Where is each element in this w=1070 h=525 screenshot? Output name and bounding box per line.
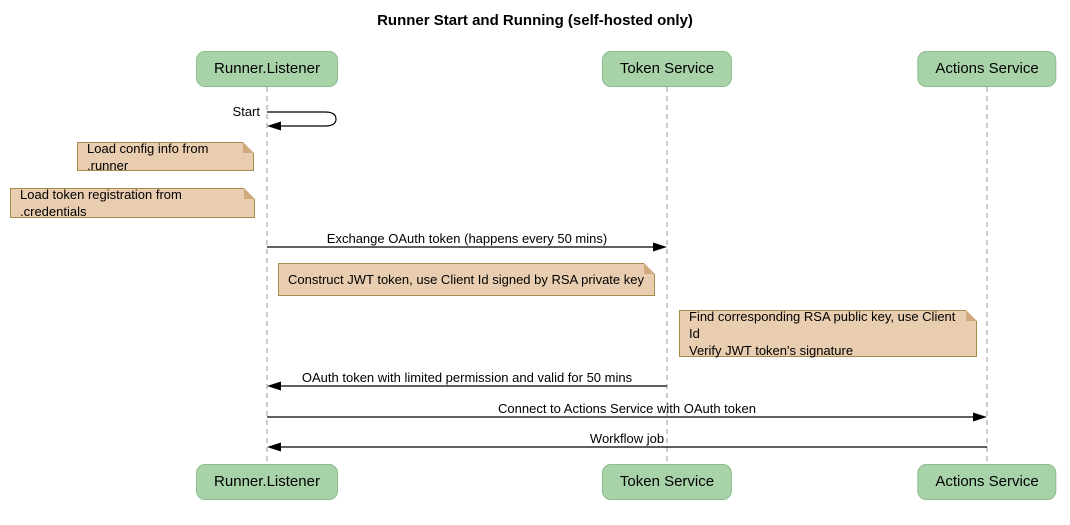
- arrow-workflow-job-head-icon: [267, 442, 281, 452]
- message-label-connect-actions: Connect to Actions Service with OAuth to…: [498, 401, 756, 416]
- note-construct-jwt: Construct JWT token, use Client Id signe…: [278, 263, 655, 296]
- note-fold-icon: [244, 188, 255, 199]
- arrow-connect-actions-head-icon: [973, 412, 987, 422]
- message-label-oauth-token: OAuth token with limited permission and …: [301, 370, 633, 385]
- participant-runner-listener-bottom: Runner.Listener: [196, 464, 338, 500]
- participant-token-service-top: Token Service: [601, 51, 733, 87]
- note-verify-jwt: Find corresponding RSA public key, use C…: [679, 309, 977, 358]
- note-load-token-registration: Load token registration from .credential…: [10, 187, 255, 219]
- self-message-label: Start: [232, 104, 260, 119]
- arrow-exchange-oauth-head-icon: [653, 242, 667, 252]
- note-text: Find corresponding RSA public key, use C…: [689, 309, 956, 358]
- participant-actions-service-top: Actions Service: [917, 51, 1057, 87]
- note-text: Load config info from .runner: [87, 140, 209, 173]
- message-label-exchange-oauth: Exchange OAuth token (happens every 50 m…: [326, 231, 608, 246]
- note-text: Load token registration from .credential…: [20, 187, 182, 219]
- self-message-line: [267, 111, 337, 127]
- participant-actions-service-bottom: Actions Service: [917, 464, 1057, 500]
- note-load-config: Load config info from .runner: [77, 140, 254, 173]
- note-fold-icon: [644, 263, 655, 274]
- participant-token-service-bottom: Token Service: [601, 464, 733, 500]
- self-message-arrowhead-icon: [267, 121, 281, 131]
- participant-runner-listener-top: Runner.Listener: [196, 51, 338, 87]
- diagram-title: Runner Start and Running (self-hosted on…: [377, 12, 693, 29]
- note-fold-icon: [243, 142, 254, 153]
- arrow-oauth-token-head-icon: [267, 381, 281, 391]
- note-text: Construct JWT token, use Client Id signe…: [288, 272, 644, 287]
- note-fold-icon: [966, 310, 977, 321]
- message-label-workflow-job: Workflow job: [589, 431, 665, 446]
